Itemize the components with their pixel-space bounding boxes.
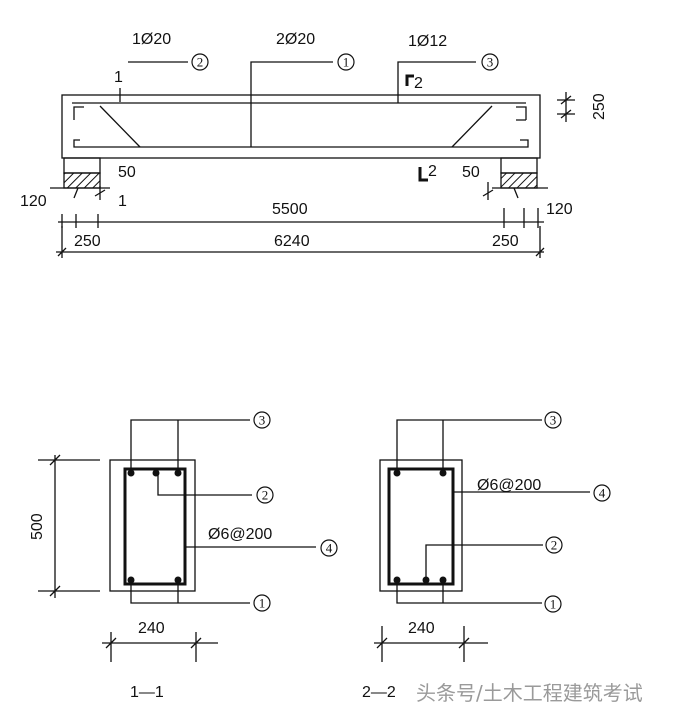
section-cut-2-top — [405, 74, 414, 86]
section-mark-2-bottom: 2 — [428, 163, 437, 180]
dim-height: 250 — [591, 93, 608, 120]
marker-2: 2 — [191, 53, 209, 71]
stirrup — [387, 467, 455, 586]
left-wall-hatch — [63, 172, 101, 189]
svg-text:3: 3 — [550, 413, 557, 428]
height-dim-line — [38, 454, 100, 598]
bottom-rebar — [73, 139, 529, 148]
stirrup-label: Ø6@200 — [208, 526, 272, 543]
left-hook — [73, 106, 84, 120]
section-mark-1-top: 1 — [114, 69, 123, 86]
svg-text:2: 2 — [262, 488, 269, 503]
width-dim-line — [102, 632, 218, 662]
dim-clear-span: 5500 — [272, 201, 308, 218]
bent-bar-left — [99, 105, 141, 148]
marker-3: 3 — [544, 411, 562, 429]
watermark: 头条号/土木工程建筑考试 — [416, 681, 643, 705]
span-dim-line — [58, 208, 544, 228]
break-marks — [73, 187, 519, 199]
leader-3 — [396, 419, 542, 473]
marker-2: 2 — [545, 536, 563, 554]
marker-4: 4 — [593, 484, 611, 502]
leader-2 — [425, 544, 543, 580]
leader-1 — [396, 584, 542, 604]
section-outline — [379, 459, 463, 592]
svg-text:3: 3 — [487, 55, 494, 70]
svg-text:4: 4 — [599, 486, 606, 501]
marker-1: 1 — [337, 53, 355, 71]
svg-text:4: 4 — [326, 541, 333, 556]
svg-text:1: 1 — [550, 597, 557, 612]
left-support — [63, 157, 101, 174]
label-bar2: 1Ø20 — [132, 31, 171, 48]
svg-text:1: 1 — [343, 55, 350, 70]
dim-support-left: 250 — [74, 233, 101, 250]
section-1-1: 3 2 4 1 Ø6@200 500 240 1—1 — [29, 411, 338, 701]
marker-2: 2 — [256, 486, 274, 504]
stirrup-label: Ø6@200 — [477, 477, 541, 494]
dim-total: 6240 — [274, 233, 310, 250]
svg-text:2: 2 — [197, 55, 204, 70]
section-mark-1-bottom: 1 — [118, 193, 127, 210]
label-bar3: 1Ø12 — [408, 33, 447, 50]
leader-3 — [130, 419, 250, 473]
section-cut-2-bottom — [418, 167, 428, 182]
svg-text:1: 1 — [259, 596, 266, 611]
right-wall-hatch — [500, 172, 538, 189]
marker-3: 3 — [253, 411, 271, 429]
dim-width: 240 — [408, 620, 435, 637]
right-hook — [516, 106, 527, 121]
leader-bar1 — [250, 61, 333, 147]
bearing-ticks — [94, 182, 494, 200]
dim-wall-right: 120 — [546, 201, 573, 218]
section-title: 1—1 — [130, 684, 164, 701]
section-title: 2—2 — [362, 684, 396, 701]
leader-1 — [130, 584, 250, 604]
marker-4: 4 — [320, 539, 338, 557]
marker-1: 1 — [253, 594, 271, 612]
dim-bearing-left: 50 — [118, 164, 136, 181]
dim-width: 240 — [138, 620, 165, 637]
right-support — [500, 157, 538, 174]
marker-1: 1 — [544, 595, 562, 613]
section-outline — [109, 459, 196, 592]
dim-bearing-right: 50 — [462, 164, 480, 181]
beam-elevation: 1Ø20 2Ø20 1Ø12 2 1 3 1 1 2 2 250 50 50 1… — [20, 31, 608, 258]
leader-bar3 — [397, 61, 476, 103]
rebars — [127, 469, 182, 584]
bent-bar-right — [451, 105, 493, 148]
section-2-2: 3 4 2 1 Ø6@200 240 2—2 — [362, 411, 611, 701]
dim-wall-left: 120 — [20, 193, 47, 210]
dim-support-right: 250 — [492, 233, 519, 250]
rebars — [393, 469, 447, 584]
leader-2 — [157, 473, 252, 496]
section-mark-2-top: 2 — [414, 75, 423, 92]
height-dim — [557, 92, 575, 122]
beam-outline — [61, 94, 541, 159]
svg-text:3: 3 — [259, 413, 266, 428]
width-dim-line — [374, 626, 488, 662]
total-dim-line — [56, 226, 545, 258]
label-bar1: 2Ø20 — [276, 31, 315, 48]
marker-3: 3 — [481, 53, 499, 71]
stirrup — [123, 467, 187, 586]
dim-height: 500 — [29, 513, 46, 540]
svg-text:2: 2 — [551, 538, 558, 553]
